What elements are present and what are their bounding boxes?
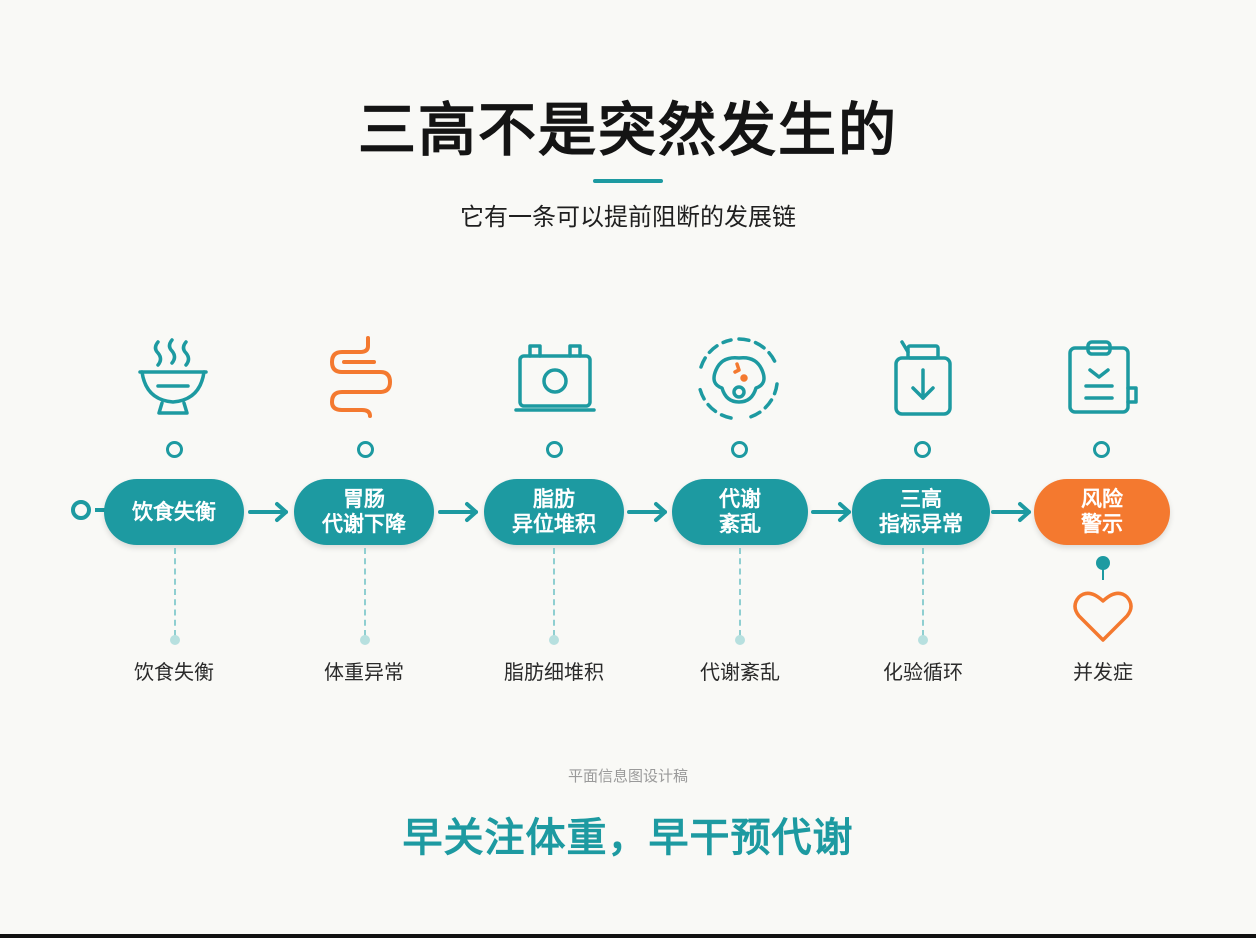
step-pill-fat: 脂肪 异位堆积 [484,479,624,545]
heart-stem [1102,568,1104,580]
connector-end-dot [918,635,928,645]
flow-arrow-icon [626,500,672,524]
slogan: 早关注体重，早干预代谢 [402,815,854,861]
dashed-connector [739,548,741,636]
bottom-border [0,934,1256,938]
outcome-label: 并发症 [1073,660,1133,684]
outcome-label: 脂肪细堆积 [504,660,604,684]
page-subtitle: 它有一条可以提前阻断的发展链 [460,203,796,231]
connector-end-dot [549,635,559,645]
design-footnote: 平面信息图设计稿 [567,767,688,785]
step-pill-diet: 饮食失衡 [104,479,244,545]
flow-arrow-icon [247,500,293,524]
flow-arrow-icon [990,500,1036,524]
step-pill-gut: 胃肠 代谢下降 [294,479,434,545]
dashed-connector [174,548,176,636]
outcome-label: 饮食失衡 [134,660,214,684]
dashed-connector [553,548,555,636]
step-pill-metabolism: 代谢 紊乱 [672,479,808,545]
connector-end-dot [360,635,370,645]
flow-arrow-icon [810,500,856,524]
outcome-label: 化验循环 [883,660,963,684]
fat-cell-box-icon [510,334,600,424]
step-connector-dot [1093,441,1110,458]
outcome-label: 代谢紊乱 [700,660,780,684]
step-connector-dot [914,441,931,458]
clipboard-icon [1058,334,1148,424]
step-pill-warning: 风险 警示 [1034,479,1170,545]
connector-end-dot [735,635,745,645]
connector-end-dot [170,635,180,645]
title-divider [593,179,663,183]
page-title: 三高不是突然发生的 [357,96,898,164]
flow-start-marker [71,500,107,520]
outcome-label: 体重异常 [324,660,404,684]
step-pill-indicators: 三高 指标异常 [852,479,990,545]
step-connector-dot [731,441,748,458]
dashed-connector [364,548,366,636]
step-connector-dot [166,441,183,458]
steaming-bowl-icon [128,334,218,424]
metabolism-cycle-icon [694,334,784,424]
test-bottle-icon [878,334,968,424]
heart-pin [1096,556,1110,570]
heart-icon [1071,584,1135,648]
flow-arrow-icon [437,500,483,524]
step-connector-dot [546,441,563,458]
dashed-connector [922,548,924,636]
intestine-icon [320,334,410,424]
step-connector-dot [357,441,374,458]
